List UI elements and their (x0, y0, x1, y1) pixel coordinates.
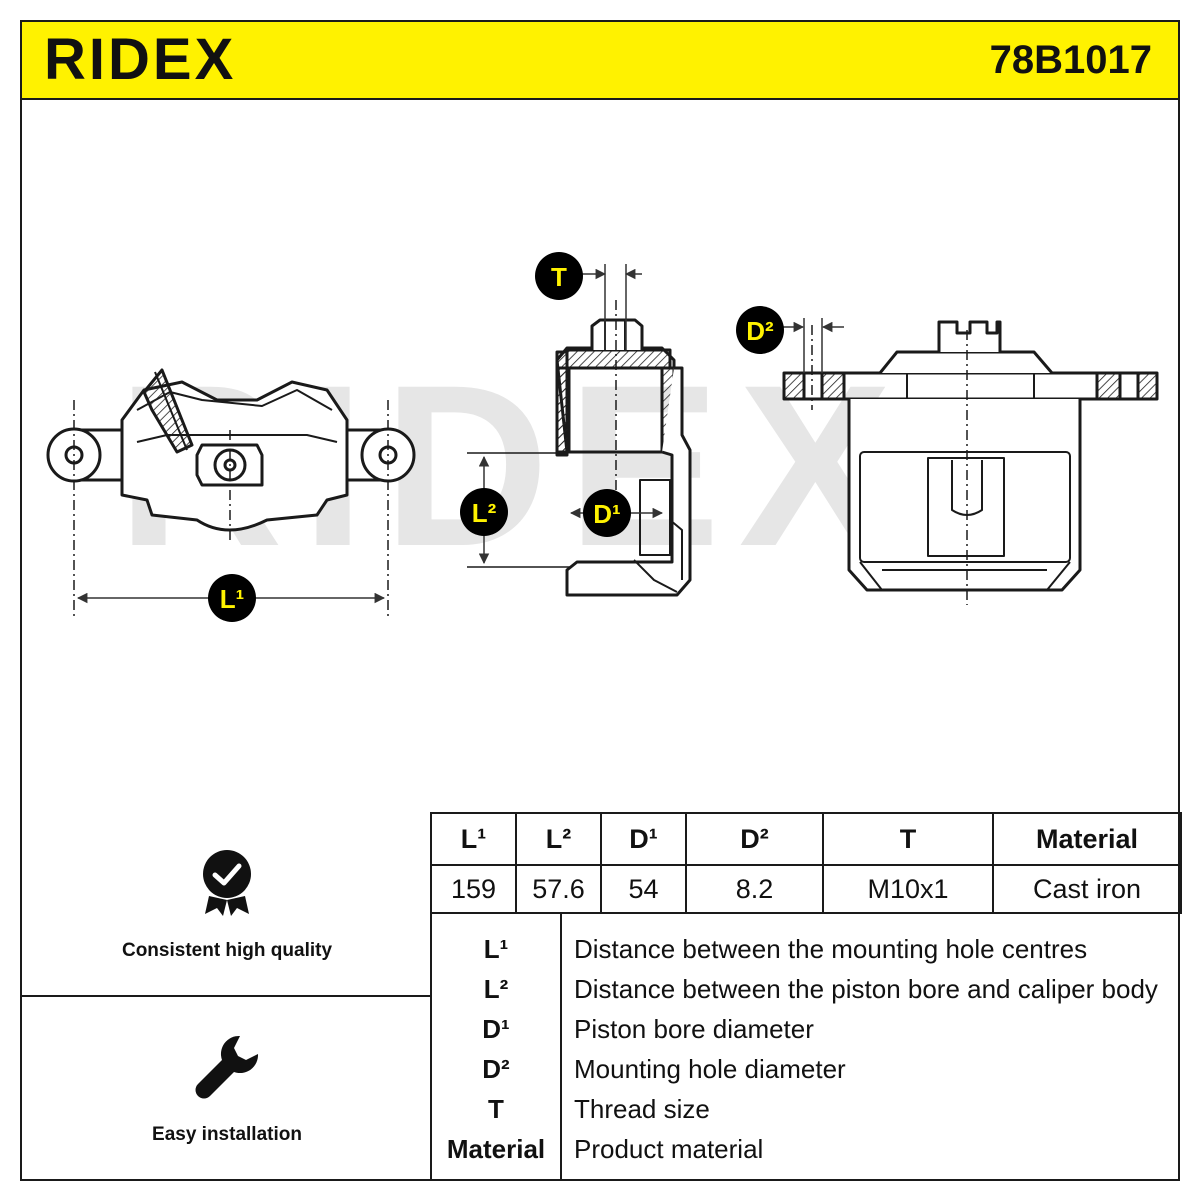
legend-row: L¹ Distance between the mounting hole ce… (432, 929, 1180, 969)
legend-separator (560, 914, 562, 1181)
part-number: 78B1017 (989, 37, 1152, 82)
badge-D2: D² (736, 306, 784, 354)
badge-L2: L² (460, 488, 508, 536)
legend-row: L² Distance between the piston bore and … (432, 969, 1180, 1009)
caliper-front-view (46, 368, 416, 620)
legend-key: L² (483, 973, 509, 1004)
caliper-section-view (467, 300, 692, 597)
spec-header-material: Material (992, 812, 1182, 866)
badge-D1: D¹ (583, 489, 631, 537)
legend-row: D¹ Piston bore diameter (432, 1009, 1180, 1049)
legend-desc: Thread size (574, 1093, 710, 1124)
legend-key: T (488, 1093, 504, 1124)
legend-key: D² (482, 1053, 510, 1084)
caliper-rear-view (782, 320, 1159, 605)
svg-text:D¹: D¹ (593, 499, 620, 529)
wrench-icon (195, 1035, 259, 1099)
legend-desc: Distance between the piston bore and cal… (574, 973, 1158, 1004)
legend-key: Material (446, 1133, 546, 1164)
spec-value-D1: 54 (600, 864, 687, 914)
badge-L1: L¹ (208, 574, 256, 622)
legend-desc: Mounting hole diameter (574, 1053, 846, 1084)
legend-key: D¹ (482, 1013, 510, 1044)
legend-row: D² Mounting hole diameter (432, 1049, 1180, 1089)
features-divider (22, 995, 432, 997)
svg-text:L²: L² (472, 498, 497, 528)
header-bar: RIDEX 78B1017 (20, 20, 1180, 100)
quality-badge-icon (203, 850, 251, 916)
feature-label: Consistent high quality (121, 940, 333, 961)
legend-key: L¹ (483, 933, 509, 964)
spec-header-D1: D¹ (600, 812, 687, 866)
feature-label: Easy installation (152, 1124, 302, 1145)
legend-row: T Thread size (432, 1089, 1180, 1129)
technical-drawing: RIDEX L¹ (46, 252, 1159, 622)
spec-value-material: Cast iron (992, 864, 1182, 914)
specs-table: L¹ L² D¹ D² T Material 159 57.6 54 8.2 M… (430, 812, 1182, 914)
spec-value-T: M10x1 (822, 864, 994, 914)
spec-header-D2: D² (685, 812, 824, 866)
feature-installation: Easy installation (22, 1032, 432, 1146)
svg-text:D²: D² (746, 316, 774, 346)
legend-row: Material Product material (432, 1129, 1180, 1169)
badge-T: T (535, 252, 583, 300)
spec-value-D2: 8.2 (685, 864, 824, 914)
feature-quality: Consistent high quality (22, 848, 432, 962)
brand-logo: RIDEX (44, 27, 237, 92)
features-panel: Consistent high quality Easy installatio… (20, 812, 432, 1181)
spec-value-L2: 57.6 (515, 864, 602, 914)
legend-desc: Product material (574, 1133, 764, 1164)
spec-value-L1: 159 (430, 864, 517, 914)
svg-text:T: T (551, 262, 567, 292)
legend-desc: Piston bore diameter (574, 1013, 814, 1044)
spec-header-L2: L² (515, 812, 602, 866)
spec-header-L1: L¹ (430, 812, 517, 866)
legend-desc: Distance between the mounting hole centr… (574, 933, 1088, 964)
legend-table: L¹ Distance between the mounting hole ce… (430, 912, 1180, 1181)
svg-text:L¹: L¹ (220, 584, 245, 614)
spec-header-T: T (822, 812, 994, 866)
